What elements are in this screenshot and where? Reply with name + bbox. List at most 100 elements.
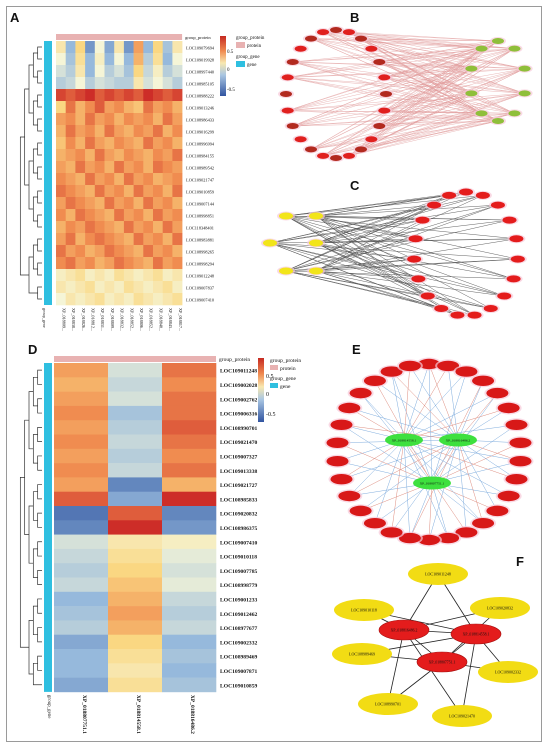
edge: [403, 365, 411, 441]
gene-node: [486, 505, 509, 517]
heatmap-cell: [75, 161, 86, 174]
heatmap-cell: [94, 137, 105, 150]
edge: [315, 238, 416, 244]
row-label: LOC109011248: [220, 369, 257, 375]
heatmap-cell: [172, 293, 183, 306]
gene-node: [365, 136, 378, 143]
heatmap-cell: [153, 101, 163, 114]
heatmap-cell: [153, 149, 163, 162]
edge: [315, 215, 416, 239]
edge: [287, 48, 515, 78]
edges-c: [269, 191, 518, 316]
dendrogram-branch: [37, 142, 42, 156]
edge: [379, 48, 515, 63]
row-label: LOC109010859: [220, 683, 257, 689]
protein-node: [508, 110, 521, 117]
heatmap-cell: [153, 41, 163, 54]
heatmap-cell: [133, 245, 144, 258]
heatmap-cell: [56, 293, 66, 306]
heatmap-cell: [162, 434, 217, 450]
edge: [323, 93, 525, 156]
dendrogram-branch: [32, 52, 38, 78]
edge: [431, 380, 484, 484]
gene-node: [330, 473, 353, 485]
gene-node: [330, 419, 353, 431]
heatmap-cell: [75, 233, 86, 246]
edge: [379, 61, 525, 94]
edge: [457, 380, 484, 441]
col-label: XP_018817...: [178, 308, 183, 331]
gene-node: [294, 136, 307, 143]
gene-node: [509, 455, 532, 467]
heatmap-cell: [133, 101, 144, 114]
heatmap-cell: [65, 221, 76, 234]
heatmap-cell: [85, 53, 96, 66]
group-gene-axis-label: group_gene: [46, 695, 51, 719]
edge: [403, 371, 467, 441]
edge: [292, 93, 525, 127]
heatmap-d: group_proteinLOC109011248LOC109002028LOC…: [19, 356, 301, 734]
heatmap-cell: [133, 293, 144, 306]
heatmap-cell: [56, 281, 66, 294]
dendrogram-branch: [37, 598, 42, 614]
edge: [315, 215, 428, 297]
heatmap-cell: [172, 209, 183, 222]
heatmap-cell: [54, 634, 109, 650]
heatmap-cell: [65, 245, 76, 258]
heatmap-cell: [108, 677, 163, 693]
heatmap-cell: [104, 137, 115, 150]
heatmap-cell: [153, 233, 163, 246]
edge: [384, 48, 482, 78]
heatmap-cell: [162, 269, 173, 282]
heatmap-cell: [108, 620, 163, 635]
heatmap-cell: [162, 41, 173, 54]
gene-node: [408, 235, 423, 243]
heatmap-cell: [108, 448, 163, 464]
heatmap-cell: [123, 257, 134, 270]
heatmap-cell: [56, 221, 66, 234]
edge: [360, 38, 472, 94]
edge: [287, 110, 499, 122]
heatmap-cell: [114, 161, 125, 174]
protein-node: [309, 267, 323, 275]
heatmap-cell: [133, 221, 144, 234]
gene-node: [497, 490, 520, 502]
dendrogram-branch: [37, 46, 42, 60]
protein-node: [475, 45, 488, 52]
gene-node: [305, 146, 317, 153]
edge: [403, 392, 498, 441]
dendrogram-branch: [32, 491, 38, 521]
heatmap-cell: [162, 677, 217, 693]
heatmap-cell: [85, 269, 96, 282]
col-label: XP_018812...: [90, 308, 95, 331]
heatmap-cell: [108, 391, 163, 407]
col-label: XP_018814558.1: [135, 695, 141, 734]
edge: [315, 242, 428, 297]
edge: [384, 93, 472, 111]
gene-node: [280, 91, 292, 97]
heatmap-cell: [65, 101, 76, 114]
legend-protein-label: protein: [280, 366, 296, 372]
heatmap-cell: [123, 209, 134, 222]
protein-node: [492, 118, 504, 124]
heatmap-cell: [162, 161, 173, 174]
dendrogram-branch: [32, 196, 38, 222]
edge: [292, 68, 525, 127]
heatmap-cell: [114, 209, 125, 222]
heatmap-cell: [108, 663, 163, 678]
heatmap-cell: [133, 257, 144, 270]
heatmap-cell: [65, 113, 76, 126]
protein-node: [465, 65, 478, 72]
heatmap-cell: [114, 221, 125, 234]
gene-node: [355, 146, 367, 153]
dendrogram-branch: [28, 391, 34, 450]
heatmap-cell: [172, 221, 183, 234]
heatmap-cell: [65, 161, 76, 174]
heatmap-cell: [65, 53, 76, 66]
edge: [322, 32, 472, 94]
heatmap-cell: [162, 233, 173, 246]
dendrogram-branch: [37, 214, 42, 228]
row-label: LOC109007327: [220, 455, 257, 461]
dendrogram-branch: [28, 64, 34, 114]
protein-node-label: XP_018807751.1: [429, 661, 456, 665]
